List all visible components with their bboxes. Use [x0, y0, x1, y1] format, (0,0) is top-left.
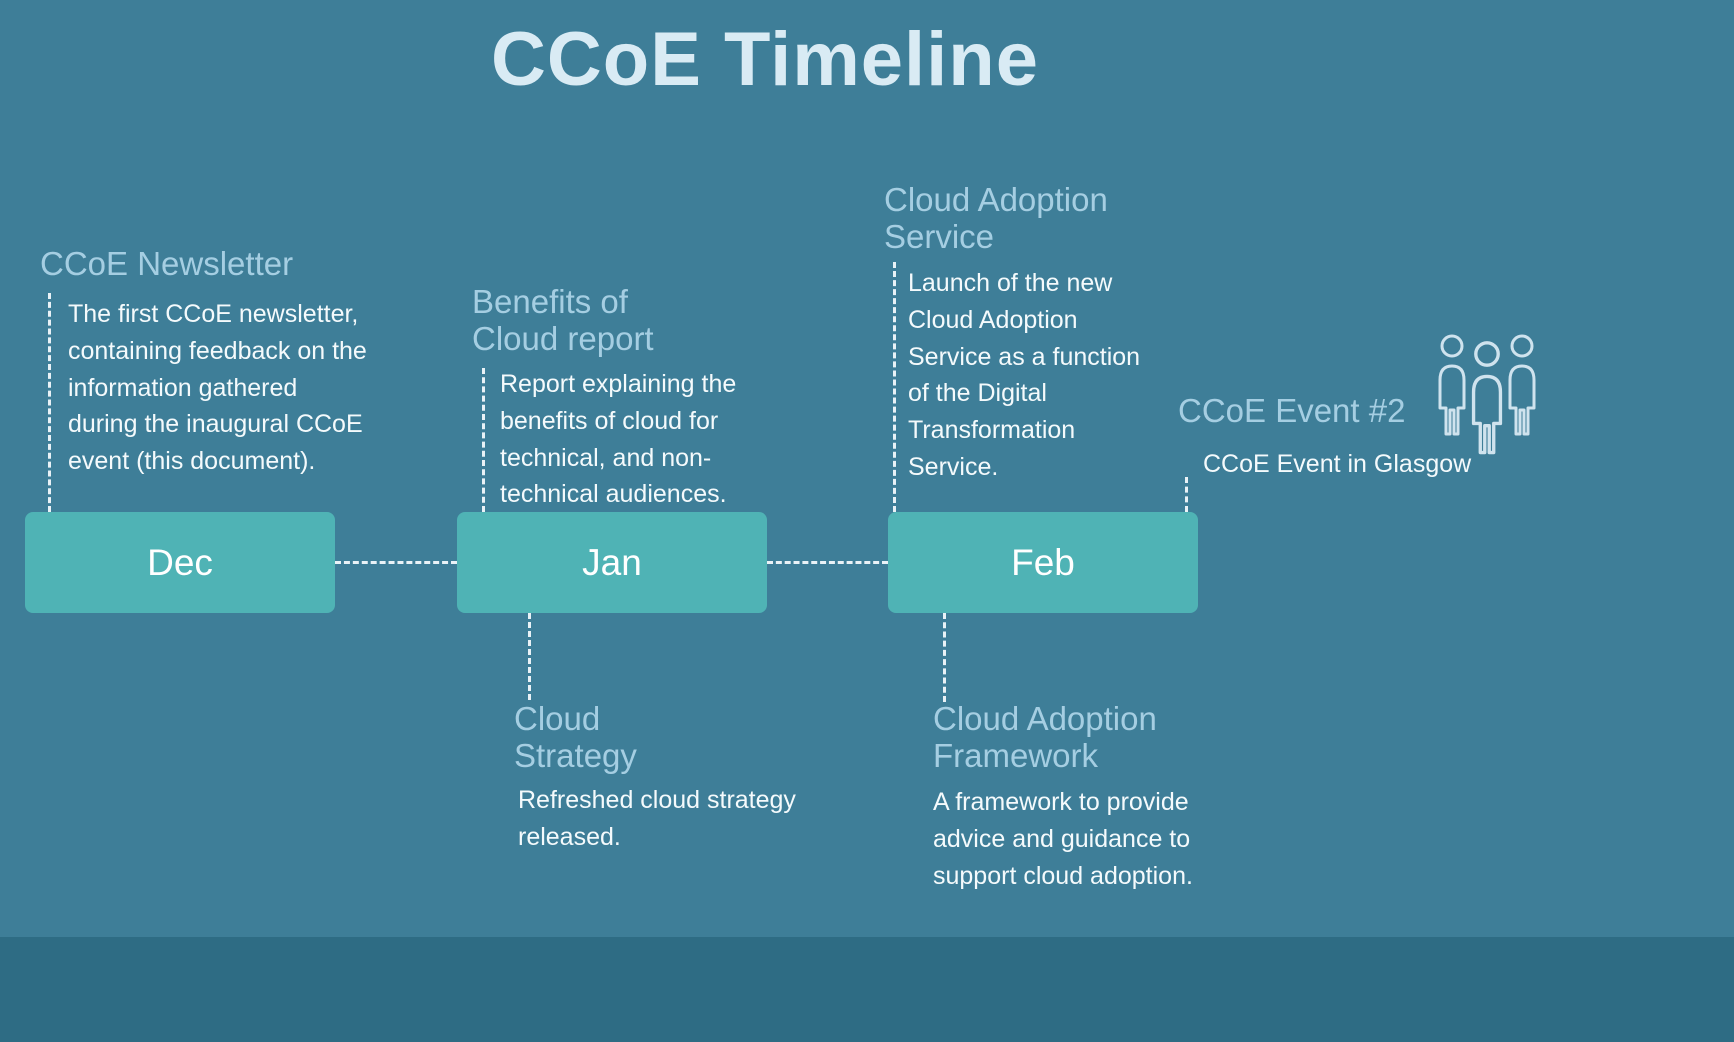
connector-benefits	[482, 368, 485, 512]
connector-framework	[943, 613, 946, 702]
event-body-event2: CCoE Event in Glasgow	[1203, 450, 1472, 478]
event-title-strategy: Cloud Strategy	[514, 700, 637, 775]
people-group-icon	[1432, 330, 1542, 460]
month-box-jan: Jan	[457, 512, 767, 613]
event-body-adoption-service: Launch of the new Cloud Adoption Service…	[908, 269, 1141, 481]
connector-dec-jan	[335, 561, 457, 564]
footer-bar	[0, 937, 1734, 1042]
connector-jan-feb	[767, 561, 888, 564]
month-label-jan: Jan	[582, 541, 642, 583]
event-body-newsletter: The first CCoE newsletter, containing fe…	[68, 300, 367, 475]
event-title-adoption-service: Cloud Adoption Service	[884, 181, 1108, 256]
event-body-framework: A framework to provide advice and guidan…	[933, 788, 1193, 890]
connector-newsletter	[48, 293, 51, 512]
month-label-dec: Dec	[147, 541, 213, 583]
month-box-dec: Dec	[25, 512, 335, 613]
connector-strategy	[528, 613, 531, 700]
event-title-event2: CCoE Event #2	[1178, 392, 1406, 429]
event-body-strategy: Refreshed cloud strategy released.	[518, 786, 796, 851]
event-title-benefits: Benefits of Cloud report	[472, 283, 654, 358]
page-title: CCoE Timeline	[491, 17, 1039, 102]
connector-adoption-service	[893, 262, 896, 512]
event-body-benefits: Report explaining the benefits of cloud …	[500, 370, 737, 509]
connector-event2	[1185, 477, 1188, 512]
event-title-framework: Cloud Adoption Framework	[933, 700, 1157, 775]
event-title-newsletter: CCoE Newsletter	[40, 245, 294, 282]
month-label-feb: Feb	[1011, 541, 1075, 583]
month-box-feb: Feb	[888, 512, 1198, 613]
